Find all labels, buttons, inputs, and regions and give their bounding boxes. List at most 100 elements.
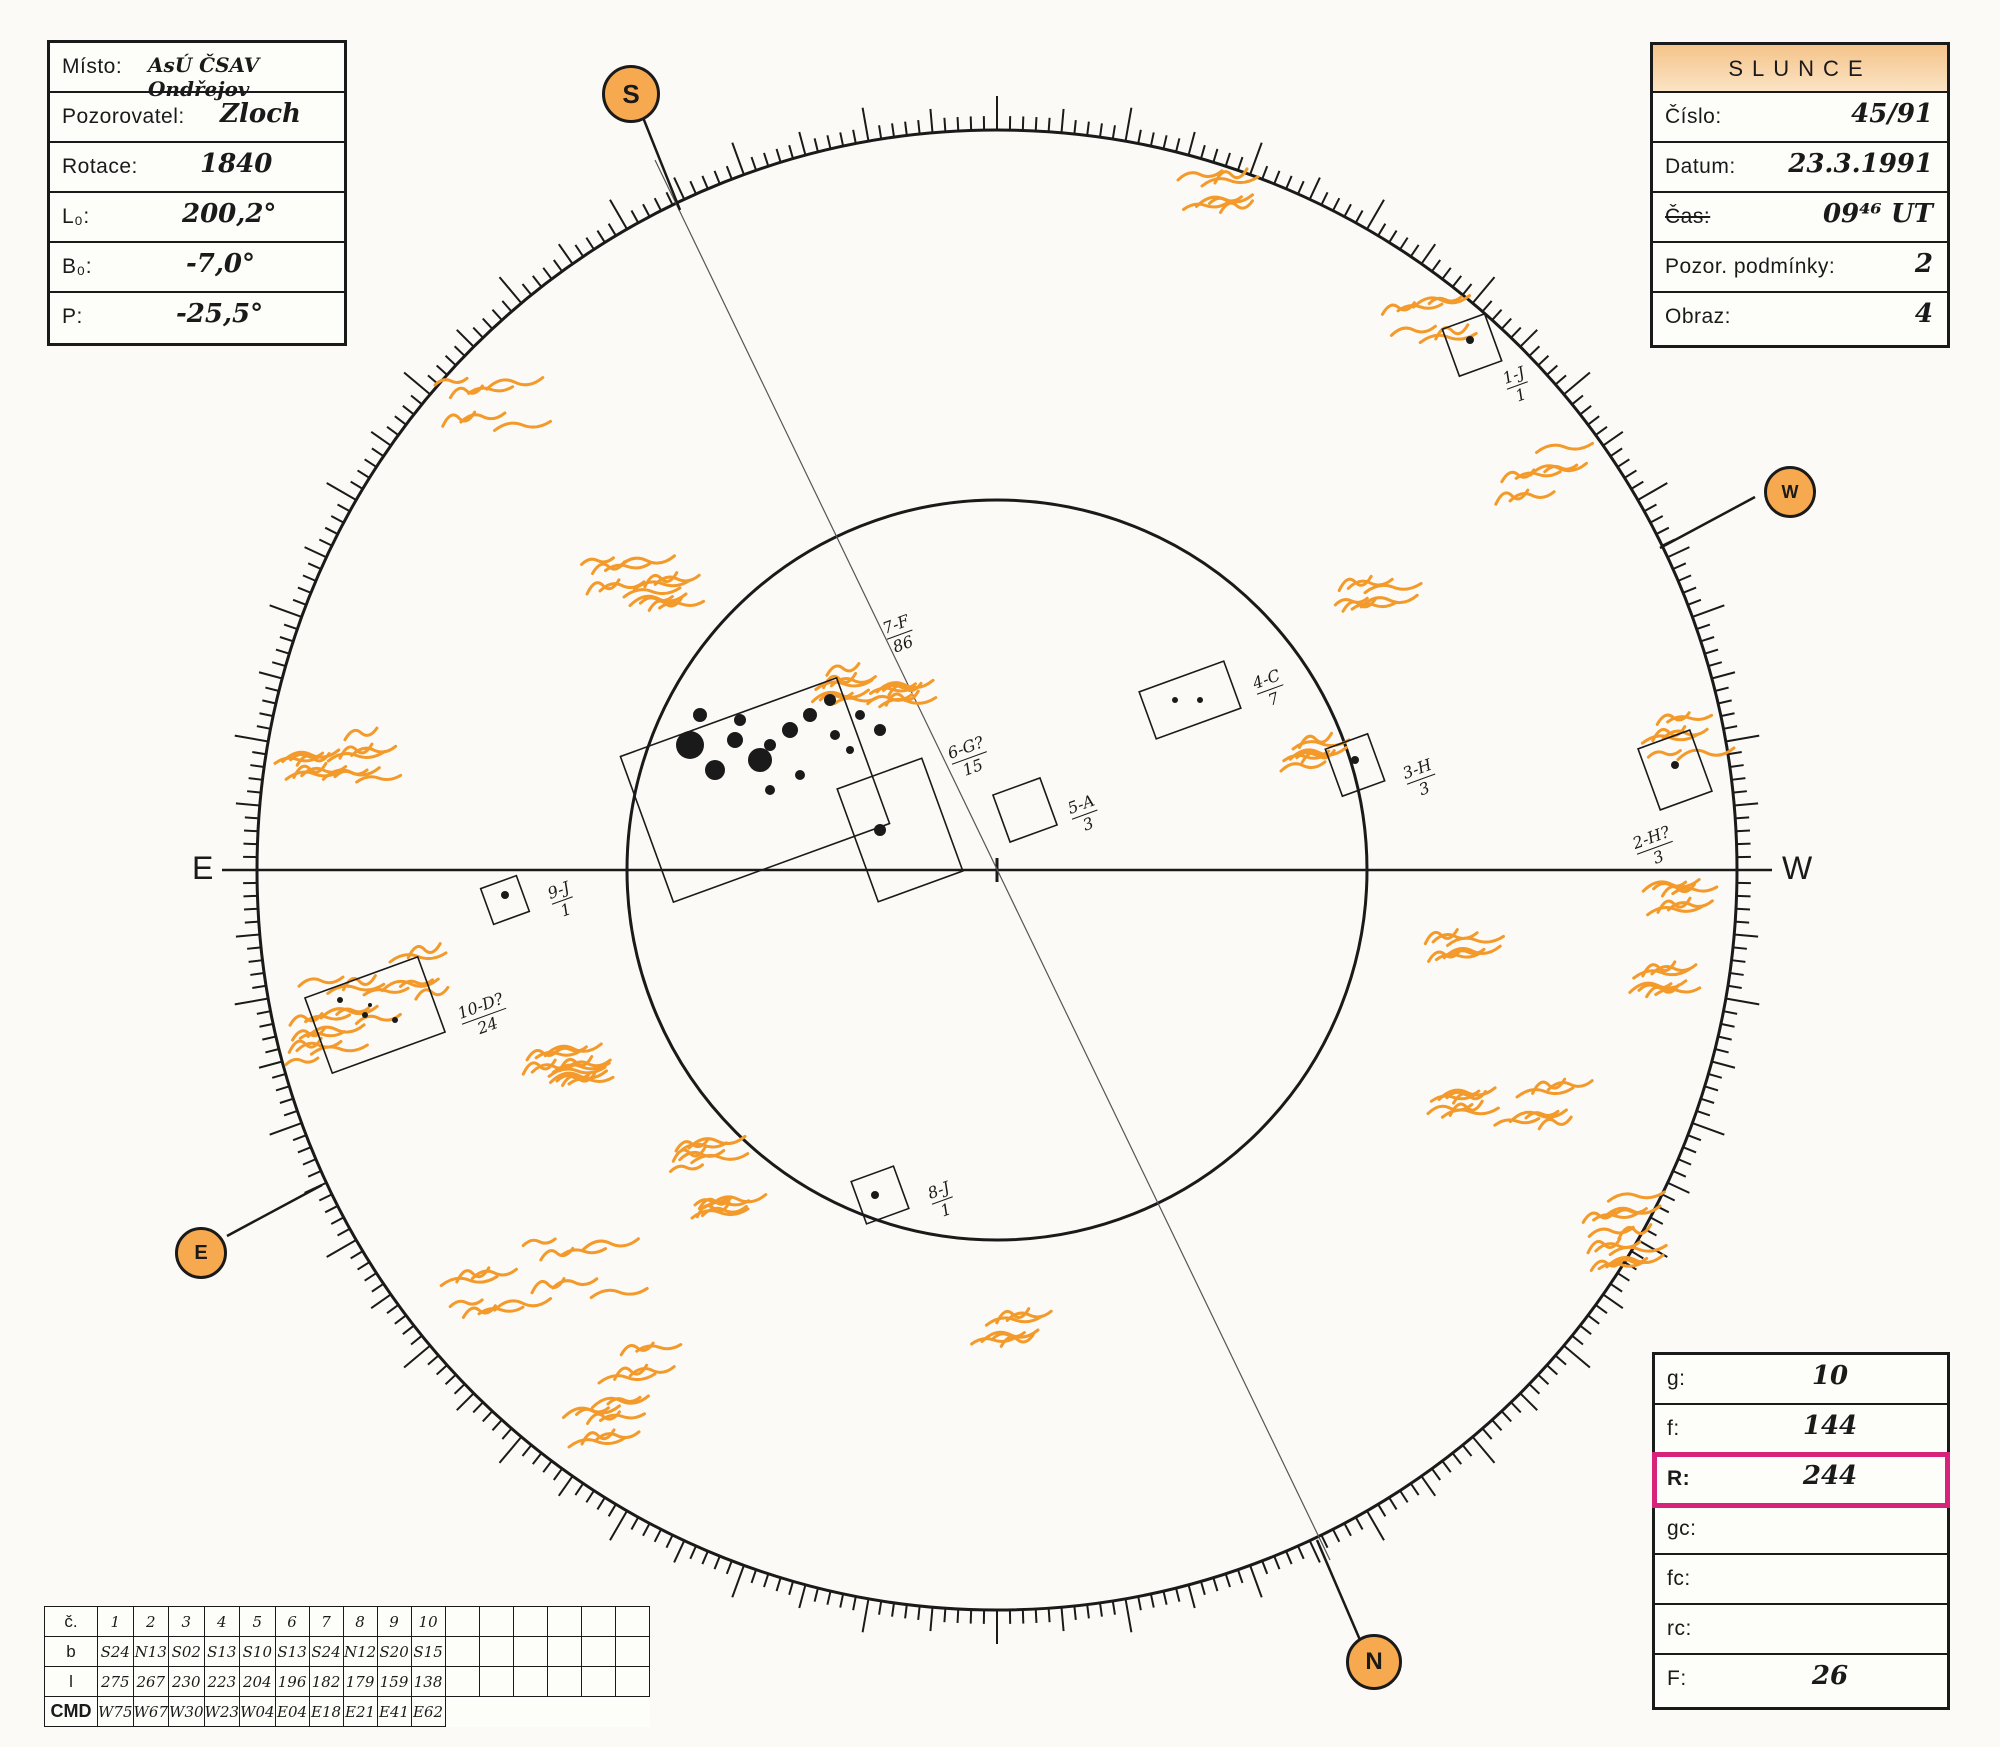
limb-tick [1711, 671, 1736, 680]
limb-tick [1461, 1444, 1473, 1457]
limb-tick [585, 237, 595, 250]
facula-stroke [1337, 574, 1373, 593]
limb-tick [1519, 1392, 1538, 1411]
sunspot [1172, 697, 1178, 703]
facula-stroke [1300, 749, 1336, 764]
limb-tick [1249, 1565, 1263, 1598]
limb-tick [1731, 777, 1746, 781]
limb-tick [713, 170, 721, 185]
limb-tick [501, 300, 513, 313]
limb-tick [1236, 156, 1244, 171]
limb-tick [1111, 1600, 1116, 1615]
facula-stroke [589, 1286, 649, 1300]
facula-stroke [287, 1036, 323, 1054]
limb-tick [1481, 1427, 1493, 1440]
limb-tick [1297, 1545, 1305, 1560]
limb-tick [1587, 415, 1600, 426]
facula-stroke [1597, 1260, 1645, 1271]
limb-tick [642, 203, 651, 218]
facula-stroke [1448, 1099, 1484, 1117]
limb-tick [1471, 1436, 1496, 1464]
limb-tick [1111, 125, 1116, 140]
limb-tick [1714, 1048, 1729, 1054]
facula-stroke [669, 1163, 704, 1173]
sunspot [337, 997, 343, 1003]
group-boxes-layer [303, 312, 1713, 1225]
limb-tick [630, 210, 640, 224]
limb-tick [1200, 144, 1206, 159]
limb-tick [1704, 648, 1719, 655]
facula-stroke [297, 975, 345, 988]
facula-stroke [558, 1055, 594, 1073]
limb-tick [1187, 131, 1196, 156]
facula-stroke [1655, 711, 1691, 726]
podminky-row: Pozor. podmínky:2 [1653, 243, 1947, 293]
limb-tick [673, 177, 686, 200]
e-marker: E [175, 1227, 227, 1279]
limb-tick [275, 648, 290, 655]
limb-tick [491, 308, 503, 321]
limb-tick [1500, 317, 1512, 330]
rc-row: rc: [1655, 1605, 1947, 1655]
table-cell: N13 [132, 1636, 170, 1667]
obraz-row: Obraz:4 [1653, 293, 1947, 341]
facula-stroke [878, 696, 938, 709]
facula-stroke [1608, 1243, 1668, 1257]
cislo-label: Číslo: [1665, 105, 1722, 128]
fc-row: fc: [1655, 1555, 1947, 1605]
facula-stroke [561, 1072, 596, 1087]
limb-tick [307, 562, 322, 570]
limb-tick [826, 1590, 832, 1605]
limb-tick [247, 790, 262, 794]
limb-tick [1366, 199, 1385, 230]
limb-tick [256, 1010, 271, 1015]
b0-value: -7,0° [186, 249, 256, 279]
misto-label: Místo: [62, 55, 123, 78]
limb-tick [1098, 1602, 1103, 1617]
limb-tick [609, 199, 628, 230]
limb-tick [1224, 1573, 1231, 1588]
facula-stroke [309, 1043, 369, 1056]
limb-tick [673, 1540, 686, 1563]
table-cell: 6 [274, 1606, 310, 1637]
table-cell-empty [546, 1636, 582, 1667]
facula-stroke [995, 1307, 1031, 1325]
table-cell-empty [546, 1666, 582, 1697]
sunspot [676, 731, 704, 759]
limb-tick [813, 1587, 819, 1602]
datum-row: Datum:23.3.1991 [1653, 143, 1947, 193]
limb-tick [1320, 1534, 1329, 1549]
facula-stroke [1508, 490, 1556, 503]
limb-tick [456, 1392, 475, 1411]
table-cell: S20 [376, 1636, 412, 1667]
limb-tick [324, 526, 339, 535]
limb-tick [788, 1581, 794, 1596]
table-cell-empty [512, 1666, 548, 1697]
facula-stroke [643, 571, 679, 589]
facula-stroke [647, 597, 683, 612]
limb-tick [1308, 1540, 1321, 1563]
limb-tick [1720, 712, 1735, 718]
limb-tick [1471, 276, 1496, 304]
table-cell: S13 [203, 1636, 241, 1667]
limb-tick [1047, 117, 1051, 132]
limb-tick [1609, 1282, 1623, 1293]
r-label: R: [1667, 1467, 1691, 1490]
facula-stroke [1434, 323, 1470, 341]
facula-stroke [1446, 934, 1505, 947]
table-cell: S02 [168, 1636, 205, 1667]
l0-label: L₀: [62, 205, 90, 228]
limb-tick [763, 152, 770, 167]
limb-tick [498, 1436, 523, 1464]
limb-tick [302, 574, 317, 582]
limb-tick [1735, 907, 1751, 911]
limb-tick [1708, 1073, 1723, 1079]
fc-label: fc: [1667, 1567, 1691, 1590]
limb-tick [1563, 1344, 1591, 1369]
facula-stroke [1676, 746, 1736, 762]
limb-tick [917, 1605, 921, 1620]
limb-tick [1587, 1314, 1600, 1325]
limb-tick [839, 132, 845, 147]
limb-tick [1729, 764, 1744, 769]
facula-stroke [695, 1201, 731, 1219]
